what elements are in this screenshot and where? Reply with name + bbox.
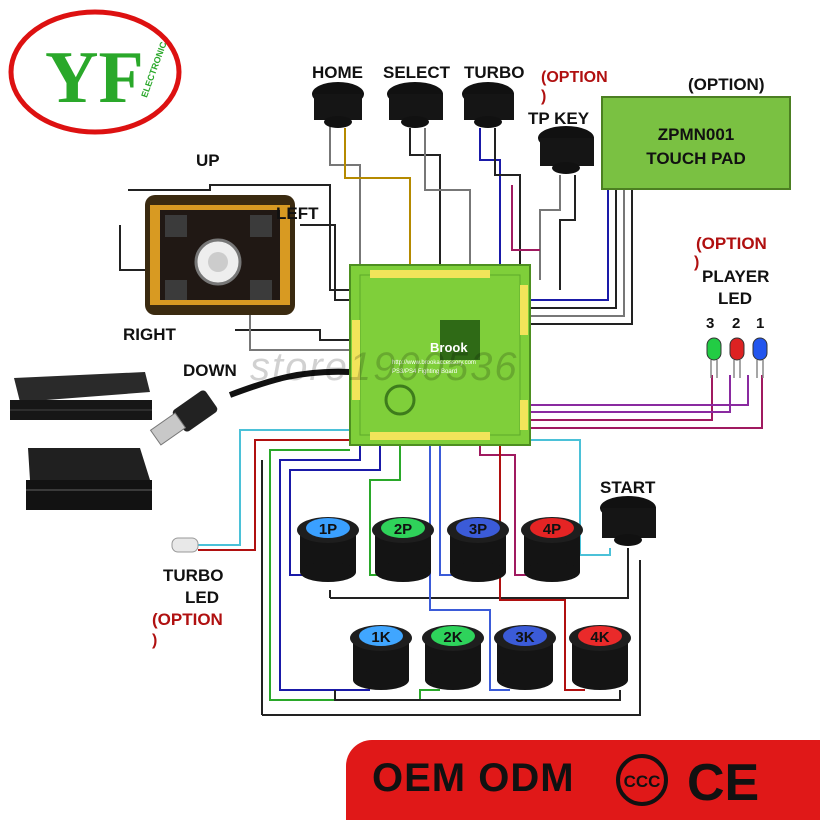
svg-text:CE: CE bbox=[687, 754, 759, 808]
brand-logo: YF ELECTRONIC bbox=[8, 9, 182, 135]
k-button-label: 2K bbox=[443, 629, 462, 646]
usb-plug bbox=[149, 390, 218, 446]
pcb-board: Brook http://www.brookaccessory.com PS3/… bbox=[349, 264, 531, 446]
option-label-top: (OPTION bbox=[541, 69, 608, 86]
pcb-pads bbox=[352, 270, 528, 440]
player-leds bbox=[706, 337, 768, 378]
led-num-3: 3 bbox=[706, 315, 715, 332]
ccc-icon: CCC bbox=[616, 754, 668, 806]
p-2p-button: 2P bbox=[372, 517, 434, 582]
player-option-label: (OPTION bbox=[696, 234, 767, 253]
p-button-row: 1P 2P 3P 4P bbox=[297, 517, 583, 582]
ps3-console bbox=[10, 372, 152, 420]
pcb-model: PS3/PS4 Fighting Board bbox=[392, 369, 457, 375]
select-button bbox=[387, 82, 443, 128]
p-4p-button: 4P bbox=[521, 517, 583, 582]
cert-logos: CCC CE bbox=[616, 754, 759, 808]
k-2k-button: 2K bbox=[422, 625, 484, 690]
svg-text:CCC: CCC bbox=[624, 772, 661, 791]
ce-icon: CE bbox=[687, 754, 759, 808]
start-label: START bbox=[600, 478, 656, 497]
footer-banner bbox=[346, 740, 820, 820]
turbo-option-label: (OPTION bbox=[152, 610, 223, 629]
turbo-label: TURBO bbox=[464, 63, 525, 82]
home-label: HOME bbox=[312, 63, 363, 82]
k-1k-button: 1K bbox=[350, 625, 412, 690]
joystick bbox=[145, 195, 295, 315]
k-button-row: 1K 2K 3K 4K bbox=[350, 625, 631, 690]
turbo-button bbox=[462, 82, 514, 128]
pcb-url: http://www.brookaccessory.com bbox=[392, 360, 476, 366]
p-1p-button: 1P bbox=[297, 517, 359, 582]
start-button bbox=[600, 496, 656, 546]
k-3k-button: 3K bbox=[494, 625, 556, 690]
player-option-paren: ) bbox=[694, 254, 700, 271]
pcb-brand: Brook bbox=[430, 340, 468, 355]
led-num-1: 1 bbox=[756, 315, 765, 332]
player-led-2 bbox=[729, 337, 745, 378]
turbo-led-label: TURBO bbox=[163, 566, 224, 585]
logo-letters: YF bbox=[45, 37, 144, 119]
touch-pad: ZPMN001 TOUCH PAD bbox=[601, 96, 791, 190]
up-label: UP bbox=[196, 151, 220, 170]
home-button bbox=[312, 82, 364, 128]
watermark: store1900536 bbox=[250, 345, 519, 389]
k-button-label: 3K bbox=[515, 629, 534, 646]
turbo-option-paren: ) bbox=[152, 632, 158, 649]
turbo-led-label-2: LED bbox=[185, 588, 219, 607]
led-num-2: 2 bbox=[732, 315, 741, 332]
touchpad-option-label: (OPTION) bbox=[688, 75, 765, 94]
p-button-label: 2P bbox=[394, 521, 412, 538]
p-button-label: 1P bbox=[319, 521, 337, 538]
p-button-label: 4P bbox=[543, 521, 561, 538]
option-paren-top: ) bbox=[541, 88, 547, 105]
right-label: RIGHT bbox=[123, 325, 176, 344]
down-label: DOWN bbox=[183, 361, 237, 380]
p-3p-button: 3P bbox=[447, 517, 509, 582]
p-button-label: 3P bbox=[469, 521, 487, 538]
k-4k-button: 4K bbox=[569, 625, 631, 690]
touchpad-line1: ZPMN001 bbox=[658, 125, 735, 144]
touchpad-line2: TOUCH PAD bbox=[646, 149, 746, 168]
ps4-console bbox=[26, 448, 152, 510]
tp-key-label: TP KEY bbox=[528, 109, 590, 128]
left-label: LEFT bbox=[276, 204, 319, 223]
footer-text: OEM ODM bbox=[372, 756, 575, 800]
player-led-label: LED bbox=[718, 289, 752, 308]
k-button-label: 4K bbox=[590, 629, 609, 646]
player-label: PLAYER bbox=[702, 267, 770, 286]
tp-key-button bbox=[538, 126, 594, 174]
player-led-1 bbox=[752, 337, 768, 378]
k-button-label: 1K bbox=[371, 629, 390, 646]
select-label: SELECT bbox=[383, 63, 451, 82]
turbo-led bbox=[171, 537, 199, 553]
player-led-3 bbox=[706, 337, 722, 378]
